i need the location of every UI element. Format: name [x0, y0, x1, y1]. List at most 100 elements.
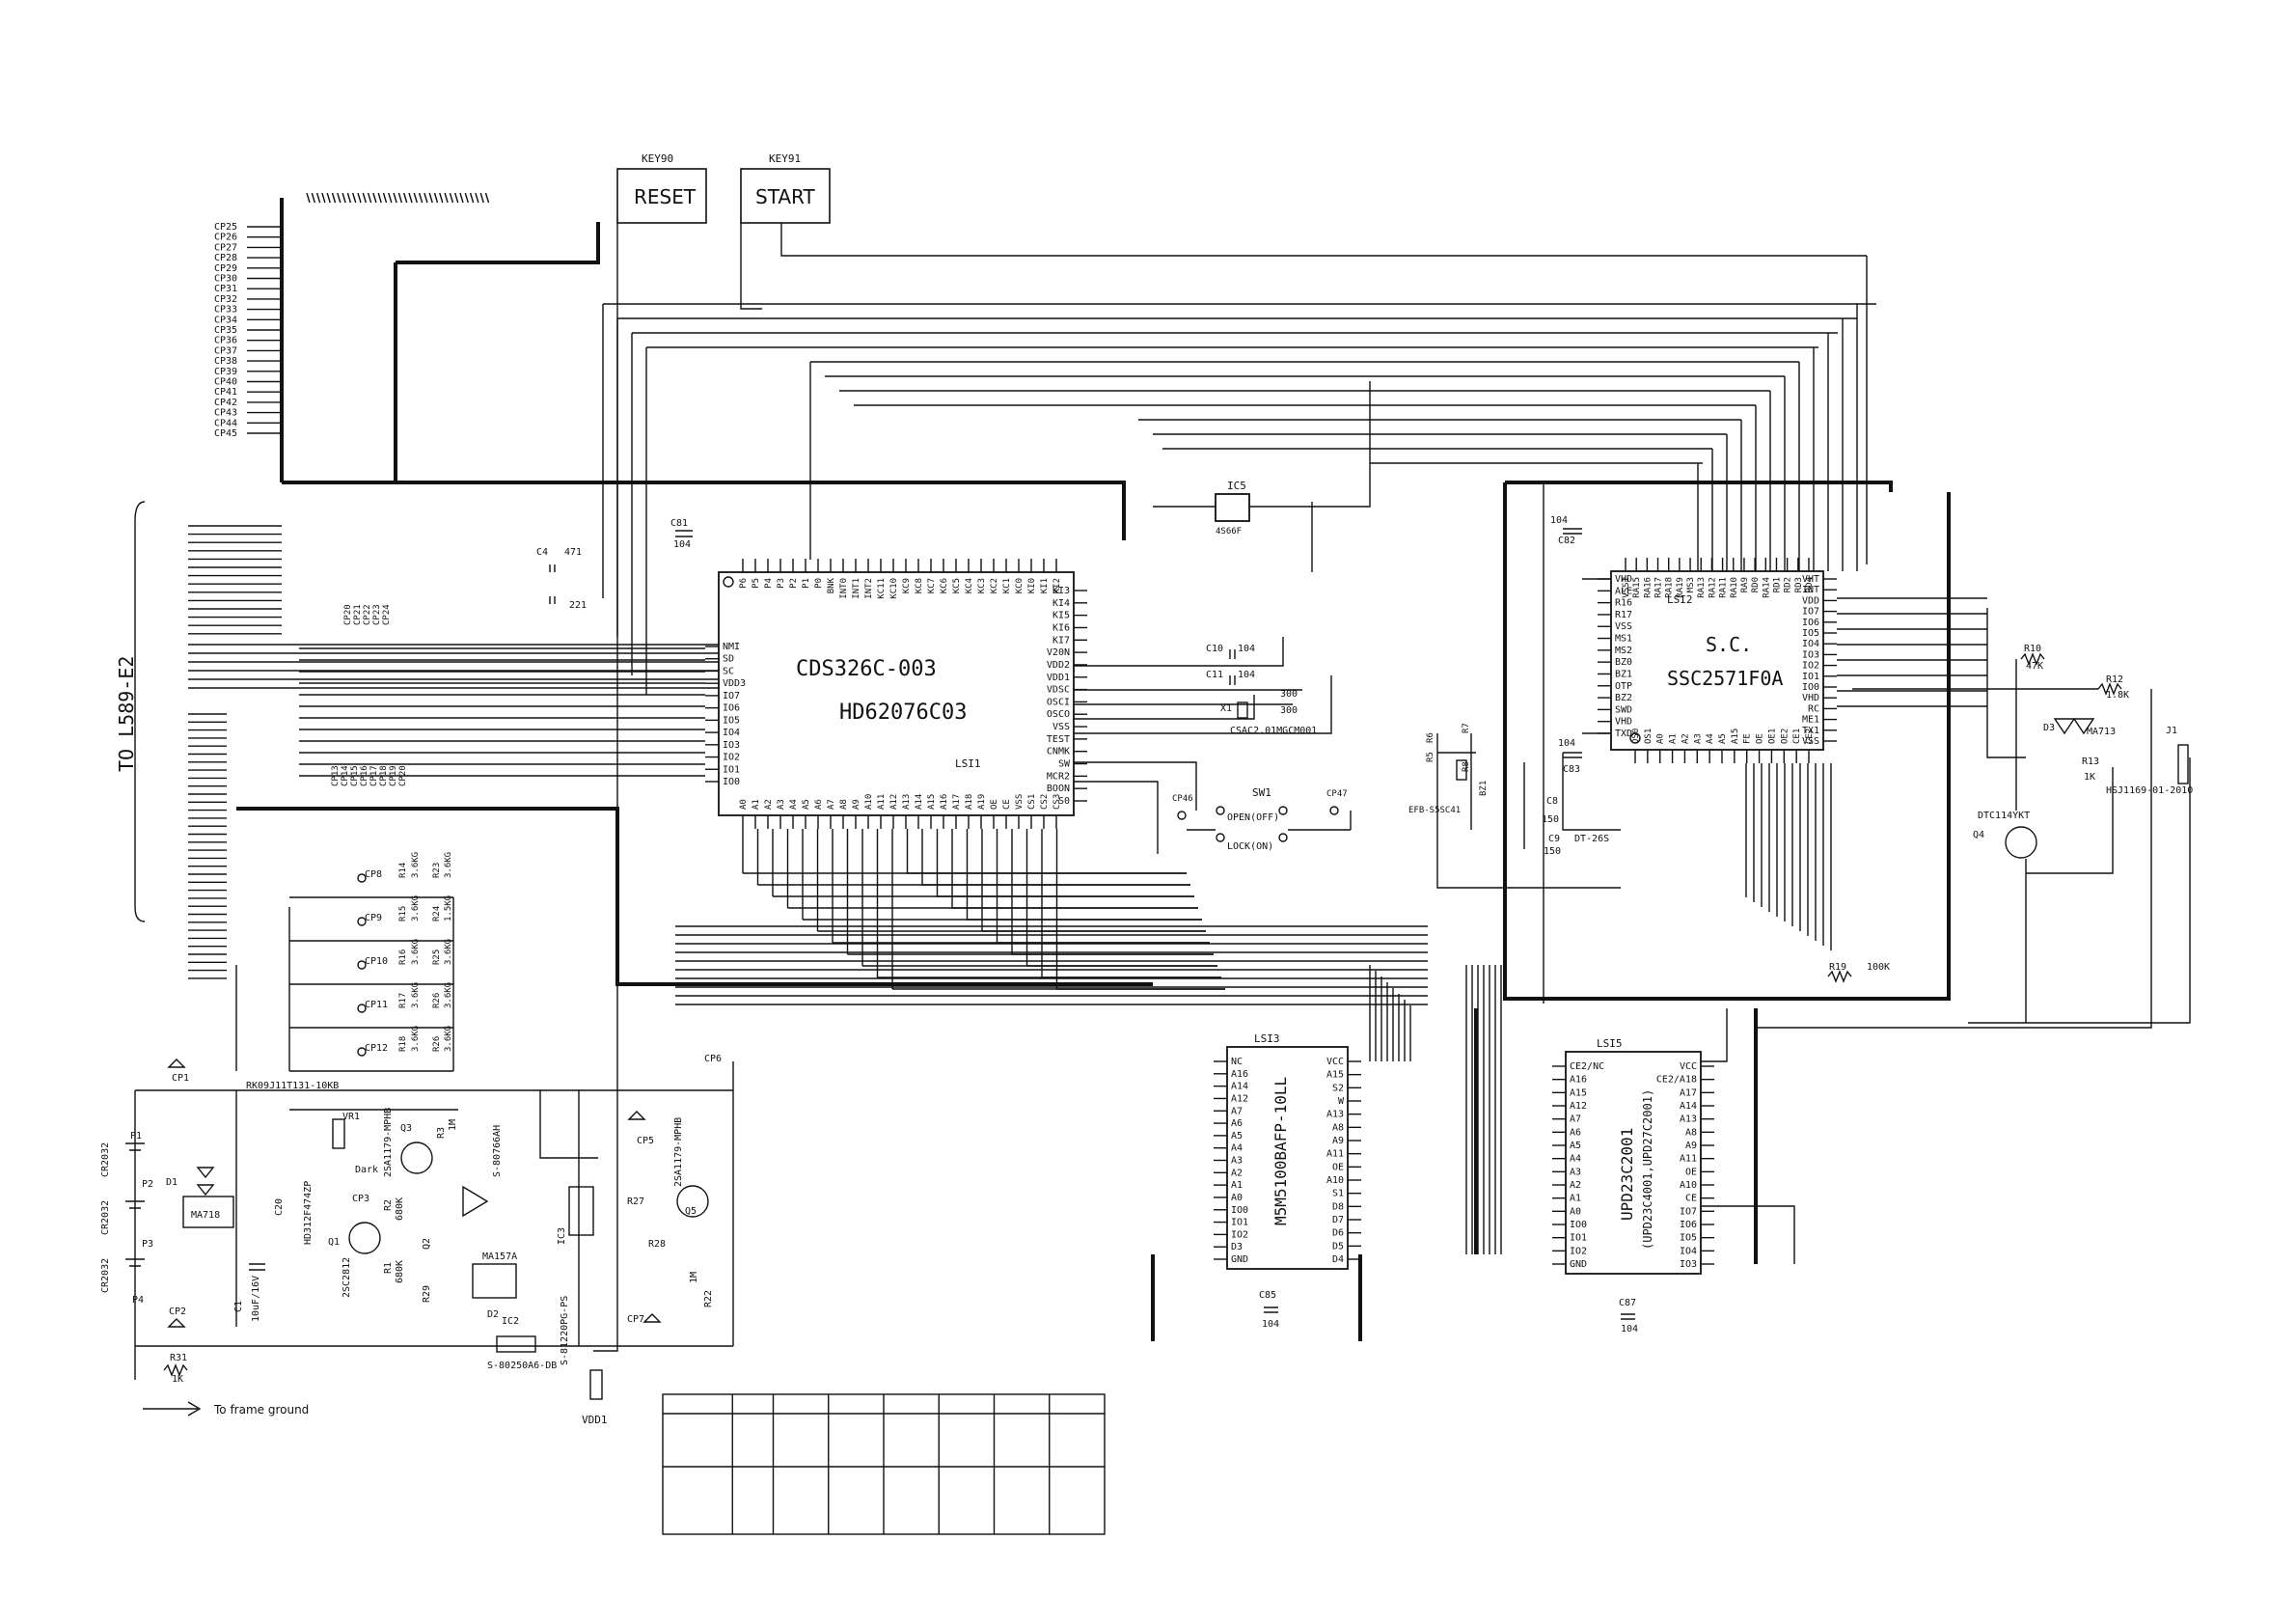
lsi2-right-pin-label: IO0: [1802, 682, 1819, 693]
lsi1-right-pin-label: MCR2: [1047, 771, 1070, 782]
lsi1-top-pin-label: KC0: [1015, 578, 1025, 593]
lsi2-top-pin-label: RA16: [1643, 577, 1653, 598]
lsi1-top-pin-label: INT0: [839, 578, 849, 599]
p2-label: P2: [142, 1179, 153, 1190]
c7-value: 300: [1280, 705, 1298, 716]
connector-pin-label: CP45: [214, 428, 237, 439]
c4-ref: C4: [536, 547, 548, 558]
lsi3-right-pin-label: A13: [1326, 1110, 1344, 1120]
c20-value: HD312F474ZP: [303, 1181, 314, 1245]
lsi2-left-pin-label: R16: [1615, 598, 1632, 609]
connector-label: TO L589-E2: [115, 656, 138, 772]
lsi1-bottom-pin-label: A17: [952, 794, 962, 810]
lsi2-top-pin-label: MS3: [1686, 577, 1696, 592]
vdd1-label: VDD1: [582, 1414, 608, 1426]
lsi1-right-pins: KI3KI4KI5KI6KI7V20NVDD2VDD1VDSCOSCIOSCOV…: [1047, 586, 1087, 807]
lsi2-right-pin-label: IO3: [1802, 649, 1819, 660]
lsi1-top-pin-label: P6: [739, 578, 749, 589]
r19-ref: R19: [1829, 962, 1846, 973]
x1-ref: X1: [1220, 703, 1232, 714]
lsi1-line1: CDS326C-003: [796, 657, 937, 681]
lsi2-bottom-pin-label: A4: [1706, 733, 1715, 744]
lsi1-right-pin-label: OSCO: [1047, 709, 1070, 720]
lsi1-bottom-pin-label: A15: [927, 794, 937, 810]
ic5-ref: IC5: [1227, 480, 1246, 492]
lsi1-bottom-pin-label: A3: [777, 799, 786, 810]
comb-tooth: [418, 192, 424, 204]
c87-ref: C87: [1619, 1298, 1636, 1308]
key91-start[interactable]: KEY91 START: [740, 152, 831, 224]
c20-ref: C20: [274, 1198, 285, 1216]
wire: [1701, 1008, 1728, 1062]
r10-ref: R10: [2024, 644, 2041, 654]
lsi2-left-pins: VHDALER16R17VSSMS1MS2BZ0BZ1OTPBZ2SWDVHDT…: [1598, 574, 1632, 739]
r22-value: 1M: [689, 1272, 699, 1283]
reset-key-box[interactable]: [616, 168, 707, 224]
lsi1-bottom-pin-label: A1: [752, 799, 761, 810]
lsi3-right-pin-label: D7: [1332, 1215, 1344, 1225]
lsi2-bottom-pin-label: CE1: [1792, 729, 1802, 744]
lsi2-left-pin-label: BZ2: [1615, 693, 1632, 703]
start-key-box[interactable]: [740, 168, 831, 224]
r31-value: 1K: [172, 1374, 183, 1385]
r13-ref: R13: [2082, 756, 2099, 767]
ladder-resistor-value: 3.6KG: [411, 939, 421, 965]
ladder-resistor-label: R24: [432, 906, 442, 922]
lsi5-right-pin-label: IO3: [1680, 1259, 1697, 1270]
lsi2-top-pin-label: RA19: [1676, 577, 1685, 598]
memory-support-parts: R19 100K C85 104 C87 104: [1259, 962, 1890, 1334]
lsi1-left-pin-label: VDD3: [723, 678, 746, 689]
lsi5-chip: LSI5 UPD23C2001 (UPD23C4001,UPD27C2001) …: [1552, 1037, 1714, 1275]
lsi1-top-pin-label: P0: [814, 578, 824, 589]
ladder-resistor-value: 3.6KG: [411, 895, 421, 922]
dtc-part: DTC114YKT: [1978, 811, 2030, 821]
lsi1-right-pin-label: SW: [1058, 759, 1071, 770]
key90-reset[interactable]: KEY90 RESET: [616, 152, 707, 224]
c9-value: 150: [1544, 846, 1561, 857]
lsi5-left-pin-label: A5: [1570, 1141, 1581, 1151]
ic5-body: [1215, 493, 1250, 522]
lsi2-left-pin-label: BZ0: [1615, 657, 1632, 668]
lsi1-top-pin-label: KC11: [877, 578, 887, 599]
connector-pin-label: CP36: [214, 336, 237, 346]
lsi3-part: M5M5100BAFP-10LL: [1271, 1077, 1290, 1225]
sw1-ref: SW1: [1252, 786, 1271, 799]
comb-tooth: [362, 192, 367, 204]
wire-network: [134, 222, 2191, 1380]
lsi2-bottom-pin-label: OE: [1756, 733, 1765, 744]
lsi1-top-pin-label: KI2: [1052, 578, 1062, 593]
lsi5-right-pin-label: A10: [1680, 1180, 1697, 1191]
lsi5-left-pin-label: A3: [1570, 1167, 1581, 1177]
connector-pin-label: CP28: [214, 253, 237, 263]
lsi2-right-pins: VHTINTVDDIO7IO6IO5IO4IO3IO2IO1IO0VHDRCME…: [1802, 574, 1837, 747]
lsi5-left-pin-label: IO1: [1570, 1233, 1587, 1244]
ladder-resistor-value: 3.6KG: [411, 1026, 421, 1052]
lsi1-bottom-pin-label: A4: [789, 799, 799, 810]
key90-ref: KEY90: [642, 152, 673, 165]
connector-pin-label: CP27: [214, 242, 237, 253]
lsi1-top-pin-label: KC3: [977, 578, 987, 593]
c1-ref: C1: [233, 1301, 244, 1312]
comb-tooth: [311, 192, 315, 204]
lsi1-right-pin-label: VDSC: [1047, 685, 1070, 696]
c8-ref: C8: [1546, 796, 1558, 807]
lsi5-left-pin-label: IO0: [1570, 1220, 1587, 1230]
lsi1-right-pin-label: S0: [1058, 796, 1070, 807]
lsi3-left-pin-label: A16: [1231, 1069, 1248, 1080]
ladder-test-point: [357, 1004, 367, 1013]
lsi1-bottom-pin-label: A6: [814, 799, 824, 810]
lsi3-left-pin-label: A7: [1231, 1106, 1243, 1116]
comb-tooth: [444, 192, 449, 204]
lsi1-bottom-pin-label: A11: [877, 794, 887, 810]
lsi1-left-pin-label: IO5: [723, 715, 740, 726]
lsi2-support-parts: 104 C82 104 C83 C8 150 C9 150 DT-26S EFB…: [1408, 515, 1609, 857]
lsi5-right-pin-label: A11: [1680, 1154, 1697, 1165]
q1-part: 2SC2812: [342, 1257, 352, 1298]
lsi1-bottom-pin-label: A8: [839, 799, 849, 810]
cp-label: CP21: [353, 604, 363, 625]
lsi2-right-pin-label: INT: [1802, 585, 1819, 595]
sw1-switch[interactable]: SW1 OPEN(OFF) LOCK(ON) CP46 CP47: [1172, 786, 1348, 852]
